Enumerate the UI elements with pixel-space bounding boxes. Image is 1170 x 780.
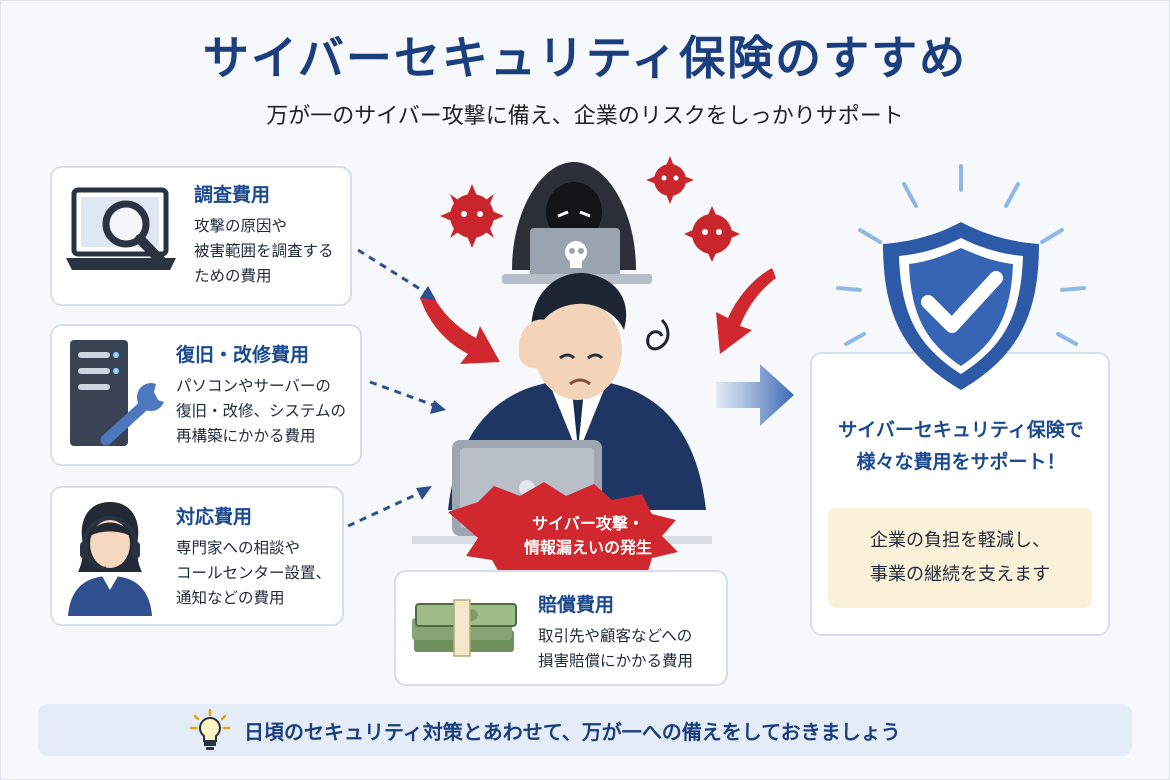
card-response-line: 専門家への相談や xyxy=(176,539,301,557)
lightbulb-icon xyxy=(189,708,231,750)
arrow-icon xyxy=(716,364,794,426)
card-response-body: 専門家への相談や コールセンター設置、 通知などの費用 xyxy=(176,536,331,611)
incident-label: サイバー攻撃・ 情報漏えいの発生 xyxy=(468,512,708,560)
incident-label-line: 情報漏えいの発生 xyxy=(523,538,652,557)
solution-note-line: 事業の継続を支えます xyxy=(870,564,1050,585)
shield-check-icon xyxy=(836,164,1086,390)
operator-headset-icon xyxy=(68,502,152,616)
card-investigation-body: 攻撃の原因や 被害範囲を調査する ための費用 xyxy=(194,214,334,289)
incident-label-line: サイバー攻撃・ xyxy=(532,514,644,533)
card-recovery-line: 復旧・改修、システムの xyxy=(176,402,347,420)
card-response-title: 対応費用 xyxy=(176,506,253,528)
card-compensation-body: 取引先や顧客などへの 損害賠償にかかる費用 xyxy=(538,624,693,674)
virus-icon xyxy=(440,156,740,262)
card-investigation-title: 調査費用 xyxy=(194,184,271,206)
laptop-magnifier-icon xyxy=(66,187,176,270)
arrow-icon xyxy=(420,268,776,364)
page-title: サイバーセキュリティ保険のすすめ xyxy=(202,31,968,85)
card-recovery-title: 復旧・改修費用 xyxy=(176,344,310,366)
page-subtitle: 万が一のサイバー攻撃に備え、企業のリスクをしっかりサポート xyxy=(266,104,904,129)
server-wrench-icon xyxy=(70,340,164,446)
solution-headline-line: 様々な費用をサポート！ xyxy=(856,451,1066,473)
card-recovery-body: パソコンやサーバーの 復旧・改修、システムの 再構築にかかる費用 xyxy=(176,374,346,449)
money-stack-icon xyxy=(412,599,517,657)
hacker-icon xyxy=(502,162,652,284)
dashed-arrows xyxy=(347,248,446,528)
center-illustration xyxy=(412,156,776,570)
card-investigation-line: 攻撃の原因や xyxy=(194,217,288,235)
solution-note-line: 企業の負担を軽減し、 xyxy=(870,530,1050,551)
card-recovery-line: パソコンやサーバーの xyxy=(176,377,331,395)
card-recovery-line: 再構築にかかる費用 xyxy=(176,427,316,445)
card-investigation-line: 被害範囲を調査する xyxy=(194,242,334,260)
card-compensation-line: 取引先や顧客などへの xyxy=(538,627,693,645)
solution-headline-line: サイバーセキュリティ保険で xyxy=(838,419,1084,441)
footer-tip: 日頃のセキュリティ対策とあわせて、万が一への備えをしておきましょう xyxy=(244,720,901,744)
card-response-line: 通知などの費用 xyxy=(176,589,285,607)
card-response-line: コールセンター設置、 xyxy=(176,564,332,582)
solution-headline: サイバーセキュリティ保険で 様々な費用をサポート！ xyxy=(812,414,1110,478)
card-investigation-line: ための費用 xyxy=(194,267,272,285)
solution-note-box xyxy=(828,508,1092,608)
incident-burst xyxy=(448,482,678,570)
card-compensation-line: 損害賠償にかかる費用 xyxy=(538,652,694,670)
solution-note: 企業の負担を軽減し、 事業の継続を支えます xyxy=(828,524,1092,592)
card-compensation-title: 賠償費用 xyxy=(538,594,615,616)
